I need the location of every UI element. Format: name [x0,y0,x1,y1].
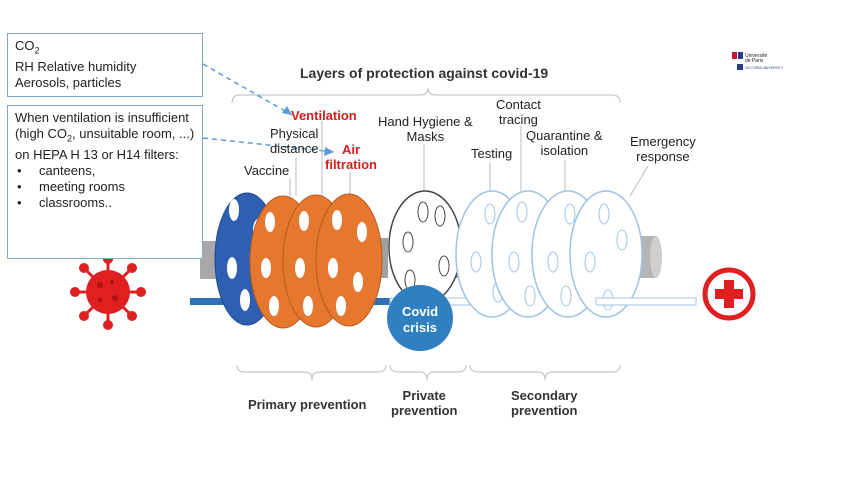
filters-intro-3: on HEPA H 13 or H14 filters: [15,146,179,162]
svg-text:Université: Université [745,53,767,59]
virus-icon [70,254,146,330]
title-brace [231,87,621,104]
hand-hygiene-label: Hand Hygiene &Masks [378,114,473,144]
diagram-title: Layers of protection against covid-19 [300,65,549,81]
cylinder-end [650,236,662,278]
conditions-box: CO2 RH Relative humidity Aerosols, parti… [7,33,203,97]
hand-hygiene-disc [388,190,462,304]
list-item: classrooms.. [15,195,195,211]
aerosols-line: Aerosols, particles [15,74,122,90]
quarantine-label: Quarantine &isolation [526,128,603,158]
axis-bar-end [595,297,697,306]
private-brace [389,364,467,381]
air-filtration-disc [315,193,383,327]
primary-prevention-label: Primary prevention [248,397,367,412]
covid-crisis-circle [387,285,453,351]
humidity-line: RH Relative humidity [15,58,137,74]
svg-text:VICTORIA UNIVERSITY: VICTORIA UNIVERSITY [745,66,784,70]
red-cross-icon [702,267,756,321]
svg-text:de Paris: de Paris [745,58,764,64]
arrow-box1-to-ventilation [202,63,293,116]
list-item: canteens, [15,163,195,179]
filters-box: When ventilation is insufficient (high C… [7,105,203,259]
arrow-head [324,147,334,156]
co2-line: CO2 [15,38,40,56]
ventilation-label: Ventilation [291,108,357,123]
filters-intro-2: (high CO2, unsuitable room, ...) [15,126,195,144]
primary-brace [236,364,387,381]
university-logo: Université de Paris VICTORIA UNIVERSITY [732,52,784,70]
filters-list: canteens, meeting rooms classrooms.. [15,163,195,211]
vaccine-label: Vaccine [244,163,290,178]
arrow-head [282,106,292,115]
arrow-box2-to-filtration [202,137,335,153]
list-item: meeting rooms [15,179,195,195]
leader-line [629,165,649,197]
secondary-brace [469,364,621,381]
filters-intro-1: When ventilation is insufficient [15,110,189,125]
testing-label: Testing [471,146,513,161]
